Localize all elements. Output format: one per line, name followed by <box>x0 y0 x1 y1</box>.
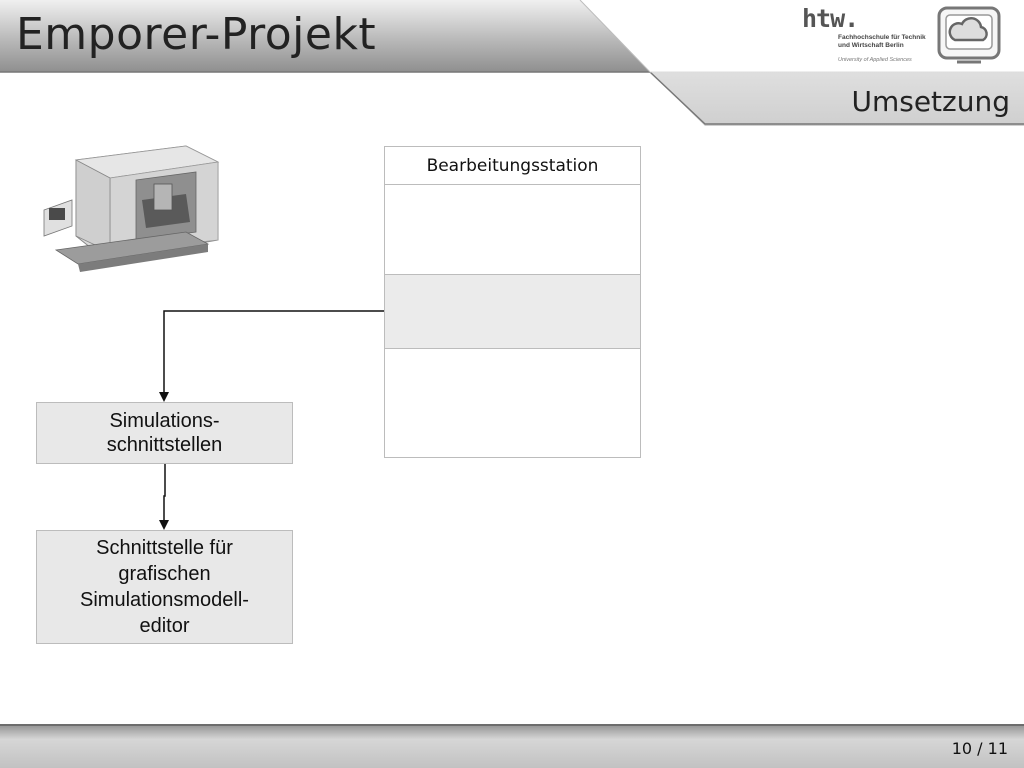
model-editor-interface-label: Schnittstelle für grafischen Simulations… <box>80 537 249 637</box>
station-to-sim-connector <box>163 310 384 394</box>
header-band <box>0 0 1024 126</box>
section-title: Umsetzung <box>851 85 1010 118</box>
processing-station-block: Bearbeitungsstation <box>384 146 641 458</box>
station-slot-middle <box>385 275 640 349</box>
sim-to-editor-connector <box>163 464 166 522</box>
station-slot-upper <box>385 185 640 275</box>
page-number: 10 / 11 <box>951 739 1008 758</box>
sim-to-editor-arrowhead <box>159 520 169 530</box>
project-title: Emporer-Projekt <box>16 9 377 60</box>
htw-logo-line1: Fachhochschule für Technik <box>838 34 926 41</box>
station-to-sim-arrowhead <box>159 392 169 402</box>
htw-logo-line3: University of Applied Sciences <box>838 57 912 63</box>
footer-band <box>0 724 1024 768</box>
machining-center-image <box>43 145 220 272</box>
processing-station-title: Bearbeitungsstation <box>385 147 640 185</box>
simulation-interfaces-box: Simulations-schnittstellen <box>36 402 293 464</box>
htw-logo-line2: und Wirtschaft Berlin <box>838 42 904 49</box>
station-slot-lower <box>385 349 640 457</box>
cloud-monitor-icon <box>937 6 1001 64</box>
model-editor-interface-box: Schnittstelle für grafischen Simulations… <box>36 530 293 644</box>
htw-logo: htw. Fachhochschule für Technik und Wirt… <box>800 4 932 66</box>
htw-logo-mark: htw. <box>802 4 859 33</box>
simulation-interfaces-label: Simulations-schnittstellen <box>106 410 223 456</box>
